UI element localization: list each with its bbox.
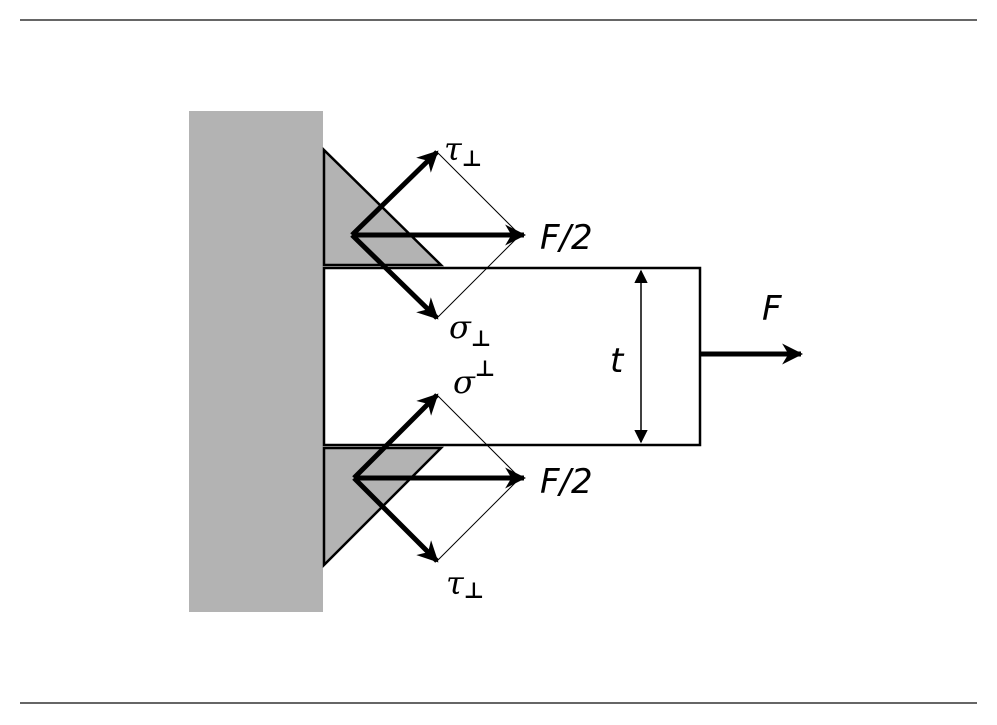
sigma-top-arrow [350,233,439,320]
sigma-bottom-arrow [352,393,439,480]
sigma-bottom-label: σ⊥ [453,357,495,401]
force-half-top-label: F/2 [540,218,593,258]
plate [322,266,702,447]
force-label: F [762,289,782,329]
tau-top-label: τ⊥ [444,130,482,172]
tau-bottom-arrow [352,476,439,563]
sigma-top-label: σ⊥ [449,308,491,352]
tau-top-arrow [350,150,439,237]
thickness-label: t [610,341,625,381]
force-half-bottom-label: F/2 [540,462,593,502]
tau-bottom-label: τ⊥ [446,564,484,604]
wall [189,111,323,612]
